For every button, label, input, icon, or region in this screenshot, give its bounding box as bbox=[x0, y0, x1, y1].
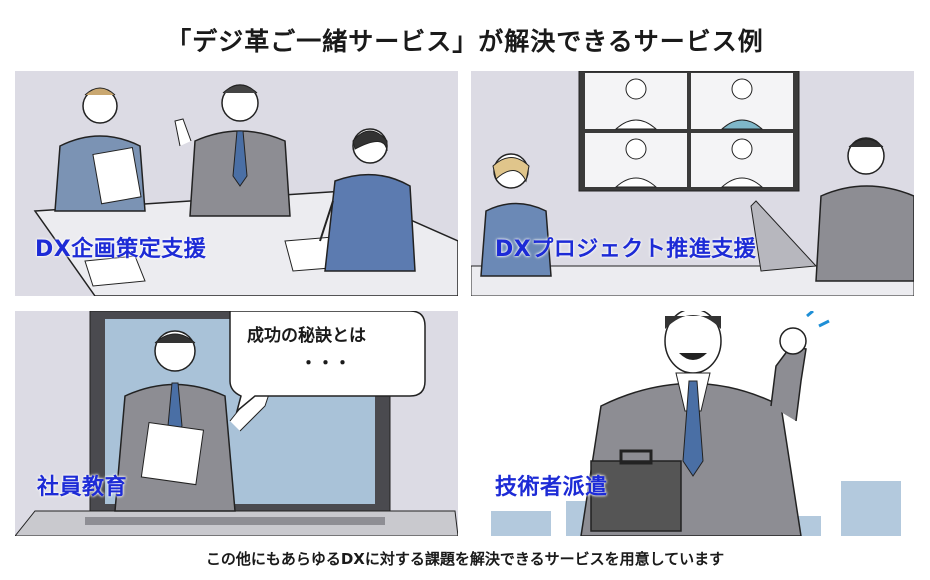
panel-dx-project: DXプロジェクト推進支援 bbox=[471, 71, 914, 296]
bubble-line-2: ・・・ bbox=[300, 354, 351, 374]
panel-label: DX企画策定支援 bbox=[35, 237, 207, 262]
panel-label: 社員教育 bbox=[37, 475, 128, 500]
footer-note: この他にもあらゆるDXに対する課題を解決できるサービスを用意しています bbox=[205, 550, 725, 568]
panel-engineer-dispatch: 技術者派遣 bbox=[471, 311, 914, 536]
panel-label: 技術者派遣 bbox=[495, 475, 608, 500]
panel-employee-education: 成功の秘訣とは ・・・ 社員教育 bbox=[15, 311, 458, 536]
panel-label: DXプロジェクト推進支援 bbox=[495, 237, 757, 262]
video-conference-illustration bbox=[471, 71, 914, 296]
page-title: 「デジ革ご一緒サービス」が解決できるサービス例 bbox=[166, 27, 764, 56]
meeting-illustration bbox=[33, 84, 458, 296]
businessman-illustration bbox=[471, 311, 914, 536]
panel-dx-planning: DX企画策定支援 bbox=[15, 71, 458, 296]
laptop-presenter-illustration bbox=[15, 311, 458, 536]
bubble-line-1: 成功の秘訣とは bbox=[247, 326, 366, 346]
